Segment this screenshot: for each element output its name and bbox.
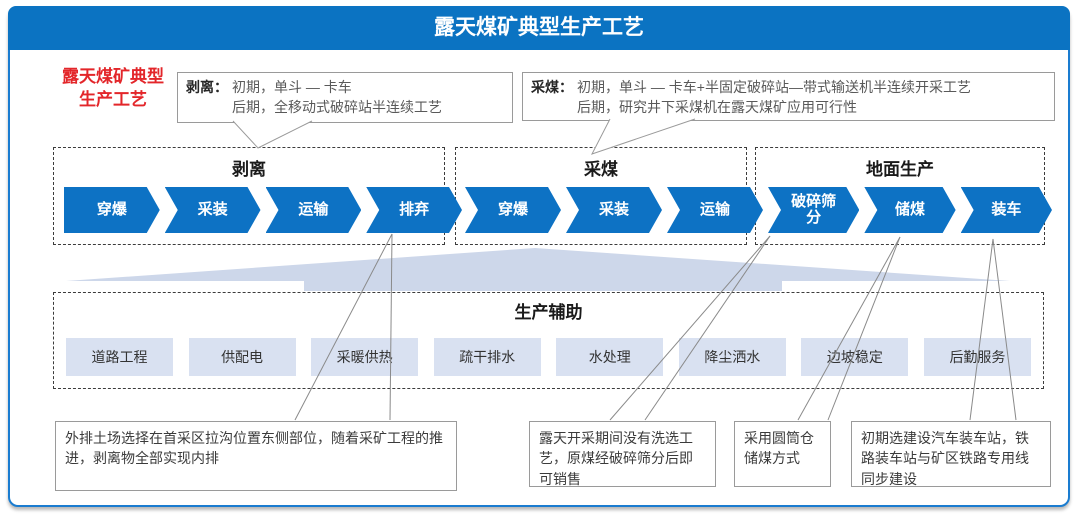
process-step: 运输 [266, 187, 362, 233]
process-step: 采装 [165, 187, 261, 233]
group-stripping-title: 剥离 [232, 160, 266, 179]
note-loading-station: 初期选建设汽车装车站，铁路装车站与矿区铁路专用线同步建设 [851, 421, 1051, 487]
stripping-callout: 剥离： 初期，单斗 — 卡车 后期，全移动式破碎站半连续工艺 [177, 72, 513, 123]
stripping-callout-line2: 后期，全移动式破碎站半连续工艺 [232, 98, 442, 115]
slide-title: 露天煤矿典型生产工艺 [434, 16, 644, 39]
auxiliary-production-title: 生产辅助 [514, 303, 583, 322]
stripping-callout-label: 剥离： [186, 79, 228, 95]
auxiliary-item: 采暖供热 [311, 338, 419, 376]
stripping-callout-line1: 初期，单斗 — 卡车 [232, 79, 352, 95]
auxiliary-item: 水处理 [556, 338, 664, 376]
auxiliary-production-box: 生产辅助 道路工程 供配电 采暖供热 疏干排水 水处理 降尘洒水 边坡稳定 后勤… [53, 292, 1044, 389]
mining-callout-line2: 后期，研究井下采煤机在露天煤矿应用可行性 [577, 98, 857, 115]
process-step: 穿爆 [64, 187, 160, 233]
process-step: 运输 [667, 187, 763, 233]
process-step: 破碎筛分 [768, 187, 859, 233]
mining-callout-line1: 初期，单斗 — 卡车+半固定破碎站—带式输送机半连续开采工艺 [577, 79, 971, 95]
auxiliary-item: 供配电 [188, 338, 296, 376]
slide-title-bar: 露天煤矿典型生产工艺 [8, 6, 1070, 50]
mining-process-band: 穿爆 采装 运输 [465, 187, 763, 233]
process-step: 储煤 [864, 187, 955, 233]
auxiliary-item: 疏干排水 [433, 338, 541, 376]
mining-callout-label: 采煤： [531, 79, 573, 95]
surface-production-band: 破碎筛分 储煤 装车 [768, 187, 1052, 233]
note-no-washing: 露天开采期间没有洗选工艺，原煤经破碎筛分后即可销售 [529, 421, 716, 487]
note-dumping: 外排土场选择在首采区拉沟位置东侧部位，随着采矿工程的推进，剥离物全部实现内排 [55, 421, 457, 491]
side-label-line1: 露天煤矿典型 [62, 67, 164, 86]
auxiliary-item: 边坡稳定 [801, 338, 909, 376]
auxiliary-item: 降尘洒水 [678, 338, 786, 376]
auxiliary-items-row: 道路工程 供配电 采暖供热 疏干排水 水处理 降尘洒水 边坡稳定 后勤服务 [66, 338, 1031, 376]
process-step: 穿爆 [465, 187, 561, 233]
side-label-line2: 生产工艺 [79, 89, 147, 109]
process-step: 装车 [961, 187, 1052, 233]
note-silo-storage: 采用圆筒仓储煤方式 [734, 421, 831, 487]
group-mining-title: 采煤 [584, 160, 618, 179]
side-label: 露天煤矿典型 生产工艺 [42, 66, 184, 112]
mining-callout: 采煤： 初期，单斗 — 卡车+半固定破碎站—带式输送机半连续开采工艺 后期，研究… [522, 72, 1055, 121]
auxiliary-item: 道路工程 [66, 338, 173, 376]
stripping-process-band: 穿爆 采装 运输 排弃 [64, 187, 462, 233]
auxiliary-item: 后勤服务 [923, 338, 1031, 376]
process-step: 采装 [566, 187, 662, 233]
group-surface-production-title: 地面生产 [866, 160, 934, 179]
process-step: 排弃 [366, 187, 462, 233]
